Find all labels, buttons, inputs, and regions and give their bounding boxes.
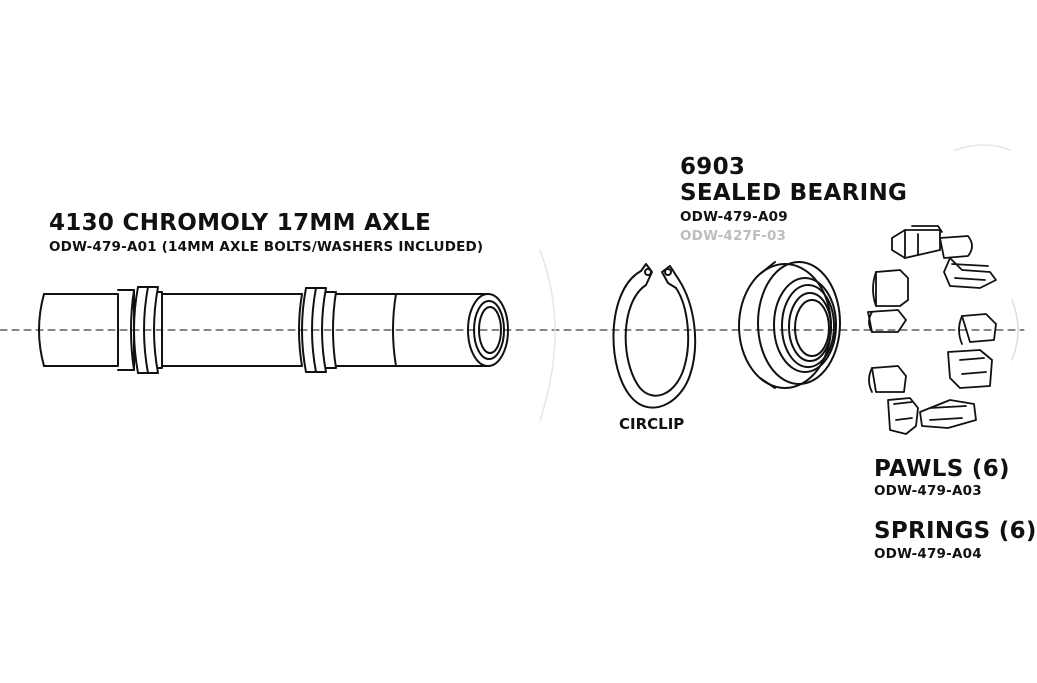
- axle-drawing: [38, 286, 509, 374]
- bearing-drawing: [738, 261, 841, 389]
- bearing-alt-part-number: ODW-427F-03: [680, 228, 787, 244]
- springs-part-number: ODW-479-A04: [874, 546, 982, 562]
- axle-part-number-clip: ODW-479-A01 (14MM AXLE BOLTS/WASHERS INC…: [49, 239, 513, 259]
- axle-part-number: ODW-479-A01 (14MM AXLE BOLTS/WASHERS INC…: [49, 239, 484, 255]
- bearing-title: SEALED BEARING: [680, 180, 908, 206]
- axle-title: 4130 CHROMOLY 17MM AXLE: [49, 210, 432, 236]
- bearing-size: 6903: [680, 154, 746, 180]
- bearing-part-number: ODW-479-A09: [680, 209, 788, 225]
- pawls-title: PAWLS (6): [874, 456, 1010, 482]
- faint-arc-right: [954, 144, 1011, 151]
- circlip-label: CIRCLIP: [619, 415, 685, 433]
- springs-title: SPRINGS (6): [874, 518, 1037, 544]
- faint-arc-left: [539, 249, 556, 421]
- pawls-part-number: ODW-479-A03: [874, 483, 982, 499]
- circlip-drawing: [612, 263, 697, 409]
- faint-arc-right-2: [1011, 299, 1019, 361]
- pawls-drawing: [867, 225, 997, 435]
